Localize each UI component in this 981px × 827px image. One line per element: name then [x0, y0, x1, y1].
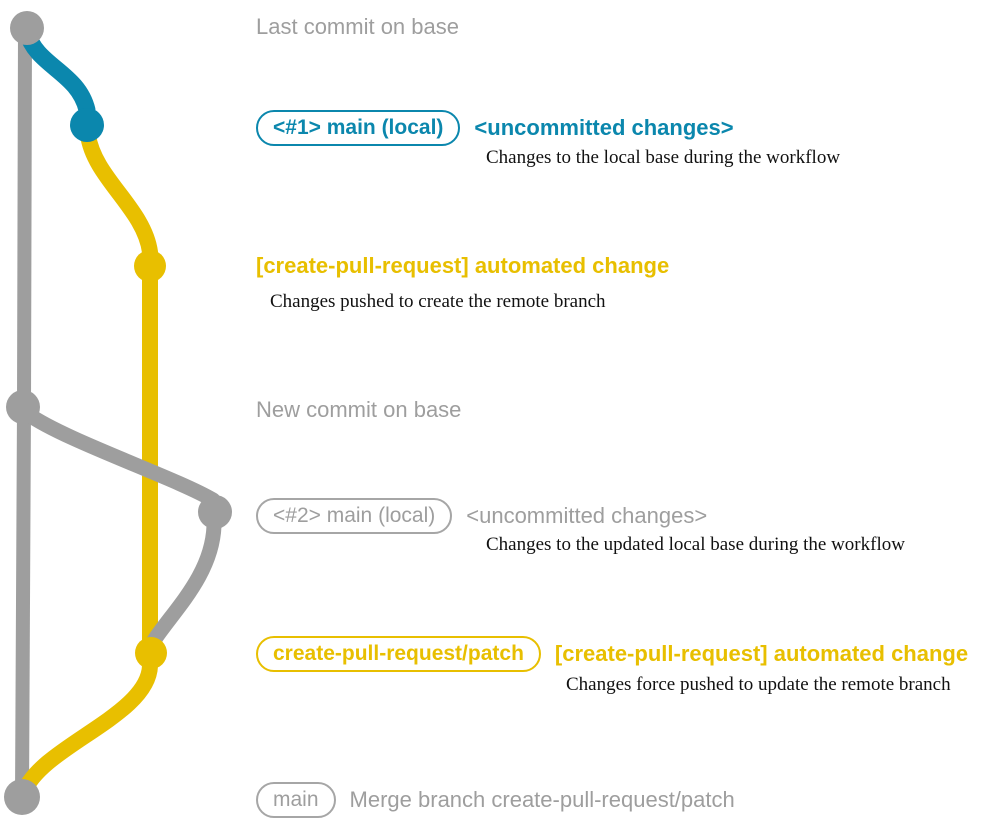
row-head: <#1> main (local) <uncommitted changes> [256, 110, 734, 146]
headline-local-commit-2: <uncommitted changes> [466, 503, 708, 528]
branch-pill-create-pull-request-patch[interactable]: create-pull-request/patch [256, 636, 541, 672]
spacer [452, 516, 466, 517]
headline-local-commit-1: <uncommitted changes> [474, 115, 734, 140]
row-head: Last commit on base [256, 16, 459, 38]
headline-automated-change-create: [create-pull-request] automated change [256, 253, 670, 278]
spacer [460, 128, 474, 129]
row-head: <#2> main (local) <uncommitted changes> [256, 498, 707, 534]
annotation-last-commit-on-base: Last commit on base [256, 16, 459, 38]
row-head: [create-pull-request] automated change [256, 255, 669, 277]
annotation-new-commit-on-base: New commit on base [256, 399, 461, 421]
branch-pill-main[interactable]: main [256, 782, 336, 818]
subtext-automated-change-create: Changes pushed to create the remote bran… [270, 291, 606, 312]
row-head: main Merge branch create-pull-request/pa… [256, 782, 735, 818]
headline-last-commit-on-base: Last commit on base [256, 14, 459, 39]
annotation-local-commit-1: <#1> main (local) <uncommitted changes> [256, 110, 734, 146]
branch-pill-local-2[interactable]: <#2> main (local) [256, 498, 453, 534]
spacer [541, 654, 555, 655]
subtext-local-commit-1: Changes to the local base during the wor… [486, 147, 841, 168]
row-head: create-pull-request/patch [create-pull-r… [256, 636, 968, 672]
headline-new-commit-on-base: New commit on base [256, 397, 462, 422]
branch-pill-local-1[interactable]: <#1> main (local) [256, 110, 461, 146]
annotation-automated-change-update: create-pull-request/patch [create-pull-r… [256, 636, 968, 672]
spacer [336, 800, 350, 801]
annotation-local-commit-2: <#2> main (local) <uncommitted changes> [256, 498, 707, 534]
annotation-merge-commit: main Merge branch create-pull-request/pa… [256, 782, 735, 818]
headline-merge-commit: Merge branch create-pull-request/patch [349, 787, 735, 812]
subtext-local-commit-2: Changes to the updated local base during… [486, 534, 905, 555]
annotation-automated-change-create: [create-pull-request] automated change [256, 255, 669, 277]
headline-automated-change-update: [create-pull-request] automated change [554, 641, 969, 666]
row-head: New commit on base [256, 399, 461, 421]
subtext-automated-change-update: Changes force pushed to update the remot… [566, 674, 951, 695]
